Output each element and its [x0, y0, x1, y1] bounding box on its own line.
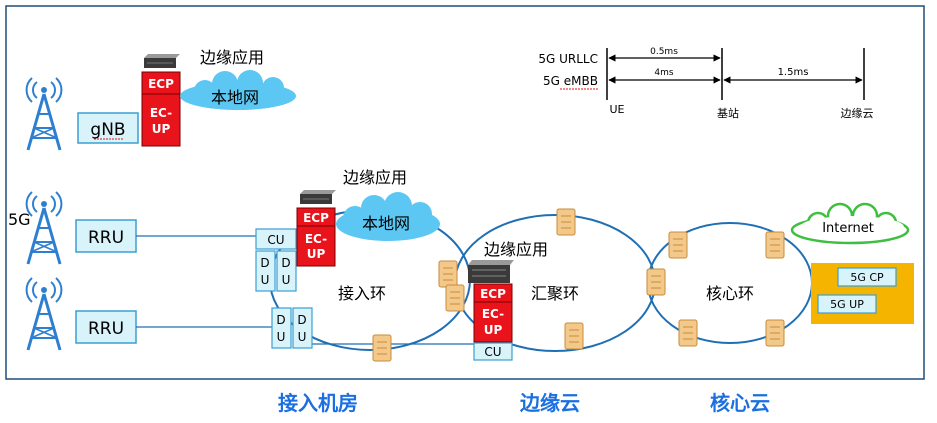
core-ring-label: 核心环	[706, 284, 754, 303]
gnb-box	[77, 112, 139, 144]
svg-text:D: D	[276, 313, 285, 327]
embb-label: 5G eMBB	[543, 74, 598, 88]
ue-label: UE	[609, 103, 624, 116]
gnb-label: gNB	[90, 120, 125, 140]
cp-box	[837, 267, 897, 287]
svg-text:UP: UP	[307, 247, 326, 261]
core-value: 1.5ms	[778, 67, 809, 78]
internet-label: Internet	[822, 221, 874, 236]
svg-text:CU: CU	[484, 345, 501, 359]
up-box	[817, 294, 877, 314]
router-icon	[556, 208, 576, 236]
cp-label: 5G CP	[850, 271, 884, 284]
router-icon	[445, 284, 465, 312]
rru-box-1	[75, 219, 137, 253]
core-cloud-label: 核心云	[710, 391, 770, 415]
router-icon	[668, 231, 688, 259]
router-icon	[564, 322, 584, 350]
embb-value: 4ms	[654, 68, 673, 78]
internet-cloud	[790, 202, 910, 245]
ecp-label: ECP	[148, 77, 174, 91]
edge-app-label-access: 边缘应用	[343, 168, 407, 187]
local-net-label: 本地网	[211, 88, 259, 107]
du-box	[292, 307, 313, 349]
rru-label-2: RRU	[88, 319, 124, 339]
svg-text:D: D	[297, 313, 306, 327]
server-icon	[468, 260, 514, 283]
access-ring-label: 接入环	[338, 284, 386, 303]
du-box	[255, 250, 276, 292]
ec-up-box	[141, 93, 181, 147]
local-network-cloud	[180, 70, 296, 110]
rru-label-1: RRU	[88, 228, 124, 248]
base-station-label: 基站	[717, 106, 739, 120]
edge-cloud-label-small: 边缘云	[841, 107, 874, 120]
router-icon	[438, 260, 458, 288]
svg-text:D: D	[281, 256, 290, 270]
urllc-value: 0.5ms	[650, 47, 678, 57]
server-icon	[299, 189, 337, 205]
svg-text:ECP: ECP	[303, 211, 329, 225]
svg-text:EC-: EC-	[482, 307, 504, 321]
svg-text:EC-: EC-	[305, 232, 327, 246]
router-icon	[765, 319, 785, 347]
aggregation-ring-label: 汇聚环	[531, 284, 579, 303]
latency-chart: 5G URLLC 5G eMBB 0.5ms 4ms 1.5ms UE 基站 边…	[538, 47, 873, 120]
svg-text:ECP: ECP	[480, 287, 506, 301]
svg-text:UP: UP	[484, 323, 503, 337]
svg-text:U: U	[277, 330, 286, 344]
ec-up-box-aggregation	[473, 301, 513, 343]
access-room-label: 接入机房	[278, 391, 358, 415]
du-box	[276, 250, 297, 292]
router-icon	[646, 268, 666, 296]
svg-text:D: D	[260, 256, 269, 270]
local-network-cloud	[336, 192, 440, 241]
ec-up-label-2: UP	[152, 122, 171, 136]
cu-label-access: CU	[267, 233, 284, 247]
svg-text:U: U	[261, 273, 270, 287]
cu-box-aggregation	[473, 342, 513, 361]
du-box	[271, 307, 292, 349]
server-icon	[143, 53, 181, 69]
svg-text:U: U	[282, 273, 291, 287]
urllc-label: 5G URLLC	[538, 52, 598, 66]
ec-up-box-access	[296, 225, 336, 267]
ec-up-label-1: EC-	[150, 106, 172, 120]
edge-cloud-label: 边缘云	[519, 391, 580, 415]
up-label: 5G UP	[830, 298, 864, 311]
router-icon	[372, 334, 392, 362]
edge-app-label-aggregation: 边缘应用	[484, 240, 548, 259]
five-g-label: 5G	[8, 210, 31, 229]
edge-app-label: 边缘应用	[200, 48, 264, 67]
diagram-frame	[5, 5, 925, 380]
router-icon	[678, 319, 698, 347]
local-net-label-access: 本地网	[362, 214, 410, 233]
router-icon	[765, 231, 785, 259]
cu-box-access	[255, 228, 297, 250]
svg-text:U: U	[298, 330, 307, 344]
